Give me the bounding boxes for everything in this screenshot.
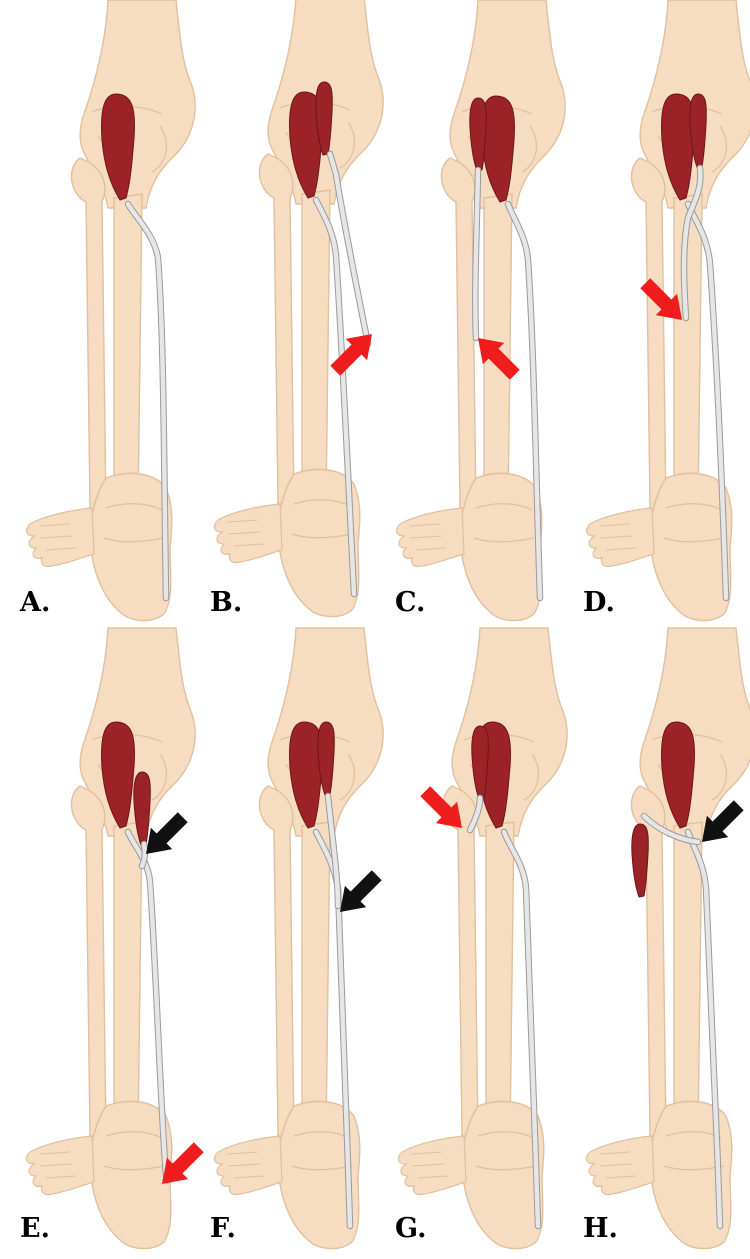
panel-label: F. [210, 1213, 236, 1244]
accessory-tendon [138, 840, 149, 870]
main-tendon [504, 200, 544, 602]
panel-4 [585, 0, 750, 622]
black-arrow-icon [702, 800, 744, 842]
panel-3 [395, 0, 566, 622]
panel-6 [213, 627, 384, 1250]
panel-label: D. [583, 587, 615, 618]
panel-label: H. [583, 1213, 618, 1244]
leg-bones [25, 0, 196, 622]
main-tendon [312, 196, 358, 598]
black-arrow-icon [146, 812, 188, 854]
panel-1 [25, 0, 196, 622]
main-tendon [124, 828, 170, 1180]
leg-bones [25, 627, 196, 1250]
main-tendon [124, 200, 170, 602]
accessory-tendon [466, 794, 484, 834]
panel-2 [213, 0, 384, 618]
panel-8 [585, 627, 750, 1250]
accessory-tendon [324, 792, 342, 910]
red-arrow-icon [162, 1142, 204, 1184]
main-tendon [684, 200, 730, 602]
panel-label: C. [395, 587, 425, 618]
panel-label: A. [19, 587, 50, 618]
panel-label: B. [210, 587, 242, 618]
red-arrow-icon [478, 338, 520, 380]
main-tendon [312, 828, 354, 1230]
accessory-tendon [640, 812, 702, 846]
lateral-muscle [631, 823, 649, 898]
panel-label: E. [20, 1213, 50, 1244]
main-tendon [684, 828, 724, 1230]
leg-bones [213, 627, 384, 1250]
panel-label: G. [395, 1213, 427, 1244]
accessory-tendon [472, 166, 482, 342]
red-arrow-icon [640, 278, 682, 320]
panel-5 [25, 627, 204, 1250]
panel-7 [397, 627, 568, 1250]
red-arrow-icon [420, 786, 462, 828]
leg-bones [585, 627, 750, 1250]
leg-bones [397, 627, 568, 1250]
red-arrow-icon [330, 334, 372, 376]
main-tendon [500, 828, 542, 1230]
accessory-tendon [326, 150, 372, 348]
accessory-tendon [680, 164, 704, 322]
black-arrow-icon [340, 870, 382, 912]
